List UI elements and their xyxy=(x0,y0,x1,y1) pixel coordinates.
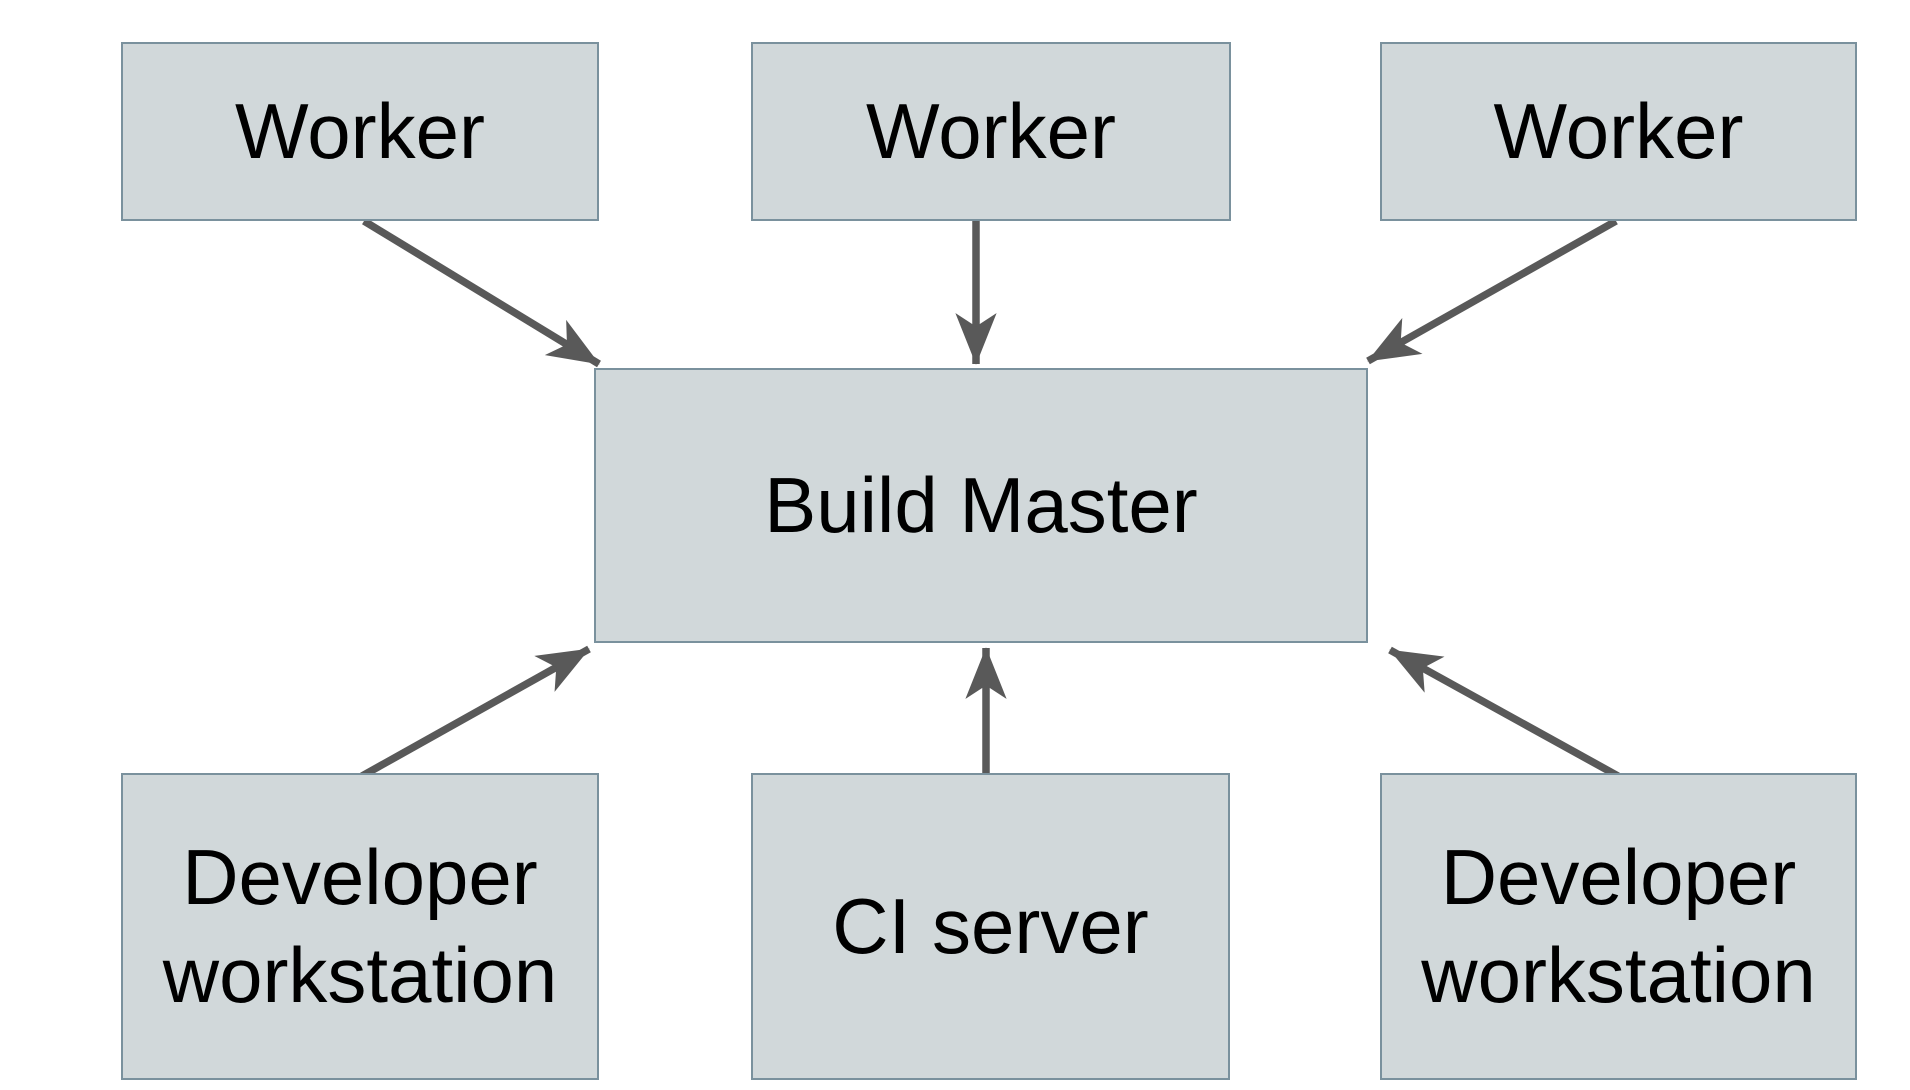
node-worker-2: Worker xyxy=(751,42,1231,221)
edge-developer-workstation-right-to-build-master xyxy=(1388,646,1620,780)
node-build-master-label: Build Master xyxy=(764,460,1198,549)
node-worker-1-label: Worker xyxy=(235,86,485,175)
node-developer-workstation-right: Developer workstation xyxy=(1380,773,1857,1080)
edge-worker-1-to-build-master xyxy=(362,217,601,368)
node-worker-3: Worker xyxy=(1380,42,1857,221)
node-build-master: Build Master xyxy=(594,368,1368,643)
node-worker-1: Worker xyxy=(121,42,599,221)
node-developer-workstation-left-label: Developer workstation xyxy=(162,833,558,1019)
node-worker-2-label: Worker xyxy=(866,86,1116,175)
node-developer-workstation-right-label: Developer workstation xyxy=(1421,833,1816,1019)
edge-worker-3-to-build-master xyxy=(1366,217,1618,365)
edge-developer-workstation-left-to-build-master xyxy=(360,645,591,780)
node-developer-workstation-left: Developer workstation xyxy=(121,773,599,1080)
node-ci-server: CI server xyxy=(751,773,1230,1080)
node-worker-3-label: Worker xyxy=(1493,86,1744,175)
node-ci-server-label: CI server xyxy=(832,881,1149,970)
